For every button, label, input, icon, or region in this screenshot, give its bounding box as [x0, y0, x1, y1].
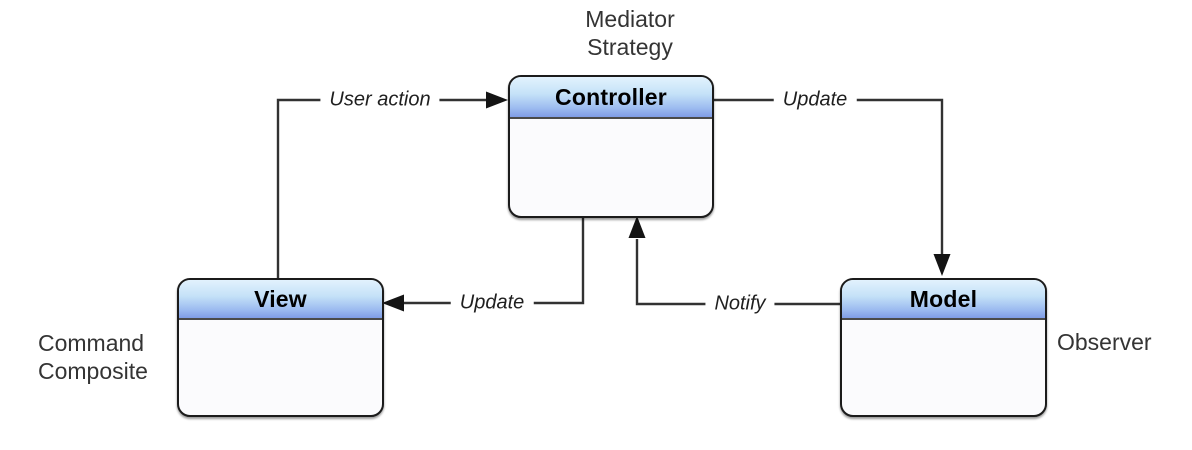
node-model: Model [840, 278, 1047, 417]
node-view-header: View [179, 280, 382, 320]
edge-user-action-arrowhead-right [486, 91, 508, 109]
node-model-title: Model [909, 285, 978, 312]
edge-update-model-line [708, 98, 944, 255]
annotation-line-command: Command [38, 330, 145, 356]
edge-update-view-arrowhead-left [382, 294, 404, 312]
node-view-title: View [254, 285, 307, 312]
node-controller-header: Controller [510, 77, 712, 119]
annotation-view-patterns: Command Composite [38, 329, 148, 385]
node-controller: Controller [508, 75, 714, 218]
annotation-line-observer: Observer [1057, 329, 1152, 355]
edge-update-model [708, 98, 951, 276]
node-controller-title: Controller [555, 83, 667, 110]
edge-label-update-view: Update [450, 291, 534, 315]
node-view: View [177, 278, 384, 417]
annotation-controller-patterns: Mediator Strategy [585, 5, 674, 61]
annotation-line-mediator: Mediator [585, 6, 675, 32]
annotation-line-strategy: Strategy [587, 34, 673, 60]
edge-user-action-line [276, 98, 488, 278]
annotation-model-patterns: Observer [1057, 328, 1152, 356]
edge-label-update-model: Update [773, 88, 857, 112]
annotation-line-composite: Composite [38, 358, 148, 384]
edge-notify [628, 216, 841, 306]
edge-update-view-line [402, 210, 585, 305]
edge-label-notify: Notify [705, 292, 775, 316]
node-model-header: Model [842, 280, 1045, 320]
edge-user-action [276, 91, 508, 278]
edge-label-user-action: User action [320, 88, 440, 112]
edge-notify-arrowhead-up [628, 216, 646, 238]
edge-update-model-arrowhead-down [933, 254, 951, 276]
